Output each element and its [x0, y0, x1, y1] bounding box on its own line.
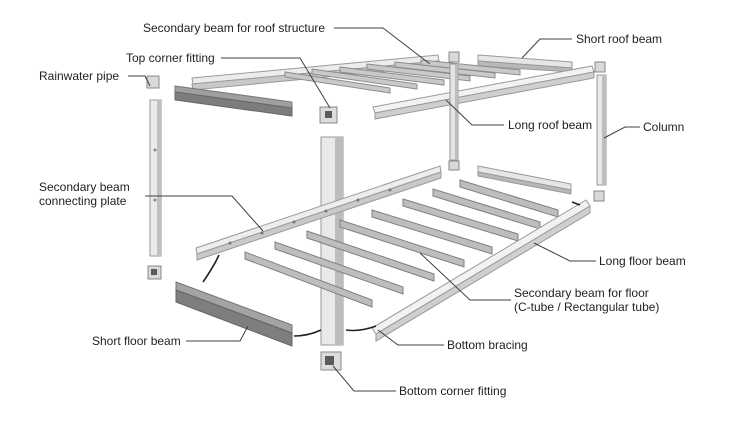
long-roof-beam — [372, 65, 595, 120]
leader-lines — [128, 27, 640, 392]
bottom-bracing — [202, 201, 581, 337]
label-secondary-floor-beam-line2: (C-tube / Rectangular tube) — [514, 300, 660, 314]
leader-secondary-floor-beam — [419, 252, 511, 301]
leader-column — [603, 126, 640, 139]
leader-short-roof-beam — [521, 38, 572, 59]
label-secondary-floor-beam-line1: Secondary beam for floor — [514, 286, 649, 300]
floor-secondary-beam — [274, 241, 404, 295]
left-column — [146, 75, 162, 280]
leader-bottom-bracing — [377, 329, 444, 346]
leader-secondary-roof-beam — [334, 27, 431, 65]
leader-rainwater-pipe — [128, 75, 151, 87]
label-connecting-plate: Secondary beam connecting plate — [39, 180, 130, 208]
right-column — [593, 61, 607, 202]
floor-secondary-beams — [244, 179, 559, 308]
label-top-corner-fitting: Top corner fitting — [126, 51, 215, 65]
roof-secondary-beam — [339, 66, 445, 86]
leader-short-floor-beam — [186, 325, 249, 342]
label-column: Column — [643, 120, 685, 134]
roof-secondary-beam — [366, 63, 471, 82]
roof-secondary-beam — [420, 59, 521, 76]
label-connecting-plate-line1: Secondary beam — [39, 180, 130, 194]
floor-secondary-beam — [402, 198, 519, 242]
label-rainwater-pipe: Rainwater pipe — [39, 69, 120, 83]
floor-secondary-beam — [306, 230, 435, 282]
label-connecting-plate-line2: connecting plate — [39, 194, 127, 208]
leader-top-corner-fitting — [221, 57, 331, 109]
short-roof-beam — [477, 54, 573, 73]
leader-connecting-plate — [145, 195, 264, 232]
label-bottom-corner-fitting: Bottom corner fitting — [399, 384, 507, 398]
floor-secondary-beam — [244, 251, 373, 308]
label-secondary-roof-beam: Secondary beam for roof structure — [143, 21, 326, 35]
label-long-floor-beam: Long floor beam — [599, 254, 686, 268]
floor-back-short-beam — [477, 165, 572, 195]
roof-short-beam-left — [174, 85, 293, 117]
label-bottom-bracing: Bottom bracing — [447, 338, 528, 352]
short-floor-beam — [175, 281, 293, 347]
long-floor-beam — [371, 199, 591, 342]
label-secondary-floor-beam: Secondary beam for floor (C-tube / Recta… — [514, 286, 659, 314]
label-short-floor-beam: Short floor beam — [92, 334, 181, 348]
floor-back-long-beam — [195, 165, 442, 261]
label-long-roof-beam: Long roof beam — [508, 118, 593, 132]
floor-secondary-beam — [339, 219, 465, 268]
floor-secondary-beam — [371, 209, 493, 255]
leader-bottom-corner-fitting — [332, 365, 396, 392]
label-short-roof-beam: Short roof beam — [576, 32, 663, 46]
leader-long-roof-beam — [445, 99, 504, 126]
roof-secondary-beam — [311, 68, 418, 90]
leader-long-floor-beam — [533, 242, 596, 262]
